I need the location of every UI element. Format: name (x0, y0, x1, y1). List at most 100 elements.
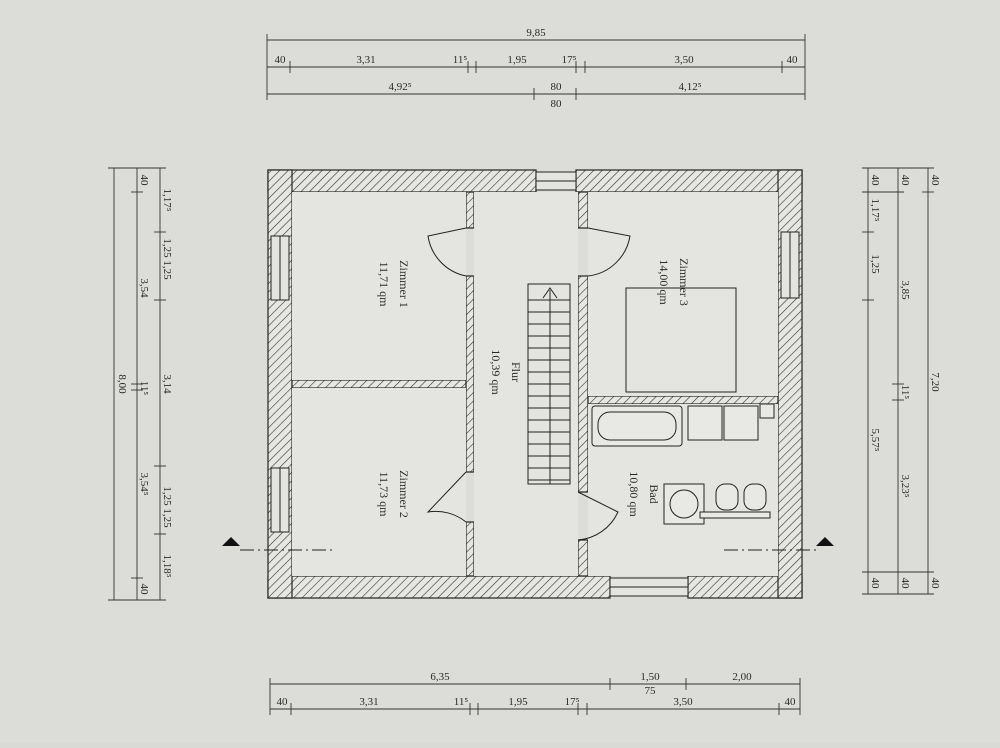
bed-zimmer3 (625, 287, 737, 393)
top-dim-labels: 9,85 40 3,31 11⁵ 1,95 17⁵ 3,50 40 4,92⁵ … (275, 27, 799, 110)
bottom-dim-r1-3: 2,00 (732, 671, 752, 683)
door-zimmer3 (587, 227, 631, 277)
shower-drain (669, 489, 699, 519)
top-dim-r3-3: 4,12⁵ (678, 81, 701, 93)
windows (270, 171, 800, 597)
bottom-dim-r2-5: 3,50 (673, 696, 693, 708)
flur-area: 10,39 qm (489, 349, 503, 395)
bottom-dim-r2-4: 17⁵ (565, 696, 580, 708)
bottom-dim-r2-6: 40 (785, 696, 797, 708)
left-dim-c3-5: 1,25 (161, 508, 173, 528)
staircase (527, 283, 571, 485)
cabinet-2 (723, 405, 759, 441)
wall-flur-right-bottom (577, 539, 589, 577)
zimmer3-area: 14,00 qm (657, 259, 671, 305)
bad-area: 10,80 qm (627, 471, 641, 517)
left-dim-c2-3: 3,54⁵ (138, 472, 150, 495)
right-dimensions (862, 167, 934, 595)
top-dim-r2-3: 1,95 (507, 54, 527, 66)
top-dim-r2-6: 40 (787, 54, 799, 66)
right-dim-c1-3: 5,57⁵ (869, 428, 881, 451)
stair-arrow-icon (542, 287, 558, 299)
zimmer1-area: 11,71 qm (377, 262, 391, 308)
door-zimmer2 (426, 471, 467, 523)
top-dimensions (266, 34, 806, 100)
zimmer3-name: Zimmer 3 (677, 258, 691, 306)
door-bad (577, 491, 619, 541)
wall-flur-left-top (465, 191, 475, 229)
cabinet-1 (687, 405, 723, 441)
right-dim-c1-0: 40 (869, 175, 881, 187)
section-marker-left-icon (222, 537, 240, 546)
bottom-dim-labels: 6,35 1,50 75 2,00 40 3,31 11⁵ 1,95 17⁵ 3… (277, 671, 797, 708)
left-dim-overall: 8,00 (116, 374, 128, 394)
left-dim-c3-1: 1,25 (161, 238, 173, 258)
zimmer2-area: 11,73 qm (377, 472, 391, 518)
zimmer1-name: Zimmer 1 (397, 260, 411, 308)
wall-flur-left-mid (465, 275, 475, 473)
bottom-dim-r1-0: 6,35 (430, 671, 450, 683)
left-dim-c2-4: 40 (138, 584, 150, 596)
left-dim-c3-6: 1,18⁵ (161, 554, 173, 577)
right-dim-c2-0: 40 (899, 175, 911, 187)
right-dim-c2-3: 3,23⁵ (899, 474, 911, 497)
room-labels: Zimmer 1 11,71 qm Zimmer 2 11,73 qm Zimm… (377, 258, 691, 518)
doors (426, 227, 631, 541)
section-marker-right-icon (816, 537, 834, 546)
floor-zimmer1 (292, 192, 466, 380)
bottom-dim-r2-3: 1,95 (508, 696, 528, 708)
bottom-dim-r2-1: 3,31 (359, 696, 378, 708)
left-dim-c3-0: 1,17⁵ (161, 188, 173, 211)
bottom-dim-r1-2: 75 (645, 685, 657, 697)
stair-treads (528, 299, 570, 481)
top-dim-overall: 9,85 (526, 27, 546, 39)
outer-wall-left (267, 169, 293, 599)
right-dim-c1-2: 1,25 (869, 254, 881, 274)
wall-flur-left-bottom (465, 521, 475, 577)
bathtub-basin (597, 411, 677, 441)
bottom-dim-r2-2: 11⁵ (454, 696, 469, 708)
right-dim-c1-4: 40 (869, 578, 881, 590)
bottom-dim-r1-1: 1,50 (640, 671, 660, 683)
bad-name: Bad (647, 484, 661, 503)
left-dim-labels: 8,00 40 3,54 11⁵ 3,54⁵ 40 1,17⁵ 1,25 1,2… (116, 175, 173, 596)
floor-zimmer3 (588, 192, 778, 396)
right-dim-c3-2: 40 (929, 578, 941, 590)
counter-strip (699, 511, 771, 519)
wall-flur-right-mid (577, 275, 589, 493)
cabinet-3 (759, 403, 775, 419)
toilet (715, 483, 739, 511)
left-dim-c2-1: 3,54 (138, 278, 150, 298)
flur-name: Flur (509, 362, 523, 382)
top-dim-r2-4: 17⁵ (562, 54, 577, 66)
right-dim-c3-0: 40 (929, 175, 941, 187)
right-dim-c1-1: 1,17⁵ (869, 198, 881, 221)
top-dim-ticks (266, 34, 806, 100)
left-dim-c2-0: 40 (138, 175, 150, 187)
outer-wall-top-right (575, 169, 803, 193)
right-dim-c2-4: 40 (899, 578, 911, 590)
left-dim-c3-3: 3,14 (161, 374, 173, 394)
wall-flur-right-top (577, 191, 589, 229)
outer-wall-top-left (267, 169, 537, 193)
bathroom-fixtures (591, 403, 775, 525)
section-markers (222, 537, 834, 551)
top-dim-r2-0: 40 (275, 54, 287, 66)
top-dim-r3-1: 80 (551, 81, 563, 93)
floor-zimmer2 (292, 388, 466, 576)
wall-zimmer1-zimmer2 (291, 379, 475, 389)
zimmer2-name: Zimmer 2 (397, 470, 411, 518)
right-dim-c2-1: 3,85 (899, 280, 911, 300)
outer-wall-bottom-left (267, 575, 611, 599)
right-dim-c3-1: 7,20 (929, 372, 941, 392)
bottom-dim-r2-0: 40 (277, 696, 289, 708)
door-zimmer1 (427, 227, 467, 277)
left-dimensions (108, 167, 166, 601)
top-dim-r3-2: 80 (551, 98, 563, 110)
right-dim-c2-2: 11⁵ (899, 385, 911, 400)
top-dim-r2-1: 3,31 (356, 54, 375, 66)
top-dim-r3-0: 4,92⁵ (388, 81, 411, 93)
top-dim-r2-5: 3,50 (674, 54, 694, 66)
